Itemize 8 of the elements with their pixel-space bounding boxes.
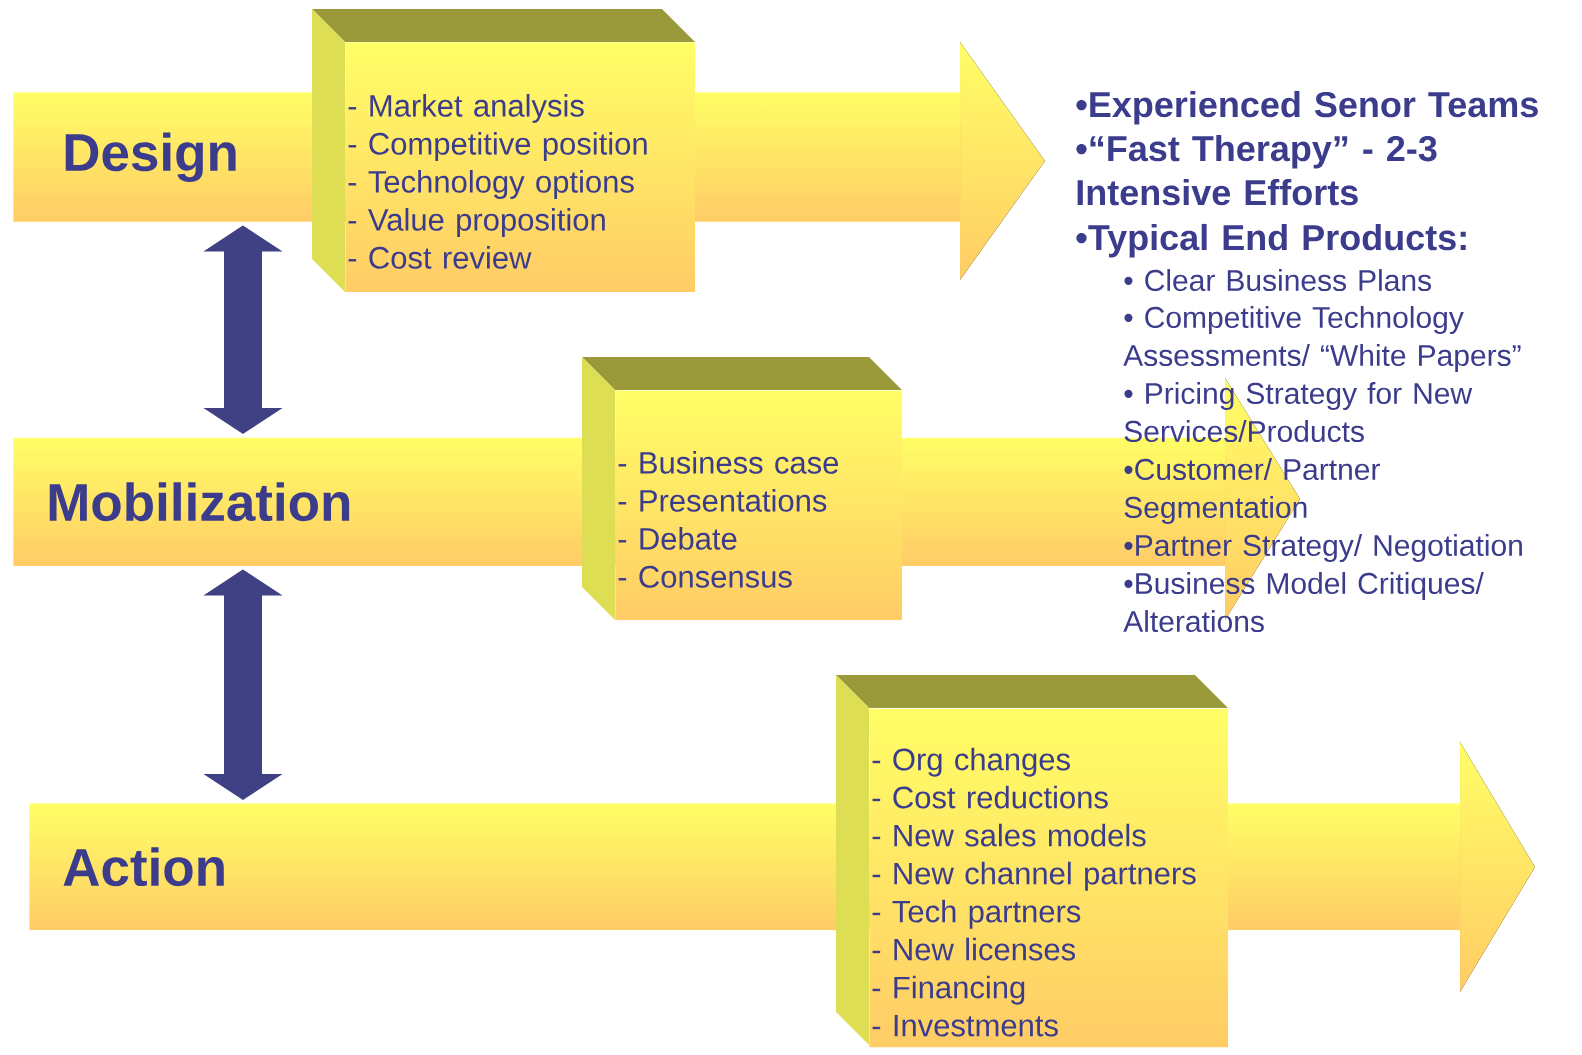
cube-box: - Org changes - Cost reductions - New sales models - New channel partners - Tech partners - New licenses - Financing - Investments	[836, 675, 1229, 1048]
bullet-text: • Clear Business Plans	[1124, 269, 1431, 292]
heading-text: •Typical End Products:	[1076, 223, 1466, 258]
heading-text: •“Fast Therapy” - 2-3 Intensive Efforts	[1076, 134, 1437, 206]
bullet-text: • Competitive Technology Assessments/ “White Papers”	[1123, 306, 1521, 373]
heading-text: •Experienced Senor Teams	[1076, 90, 1538, 125]
cube-box: - Business case - Presentations - Debate - Consensus	[582, 357, 903, 621]
cube-box: - Market analysis - Competitive position - Technology options - Value proposition - Cost review	[312, 9, 696, 293]
